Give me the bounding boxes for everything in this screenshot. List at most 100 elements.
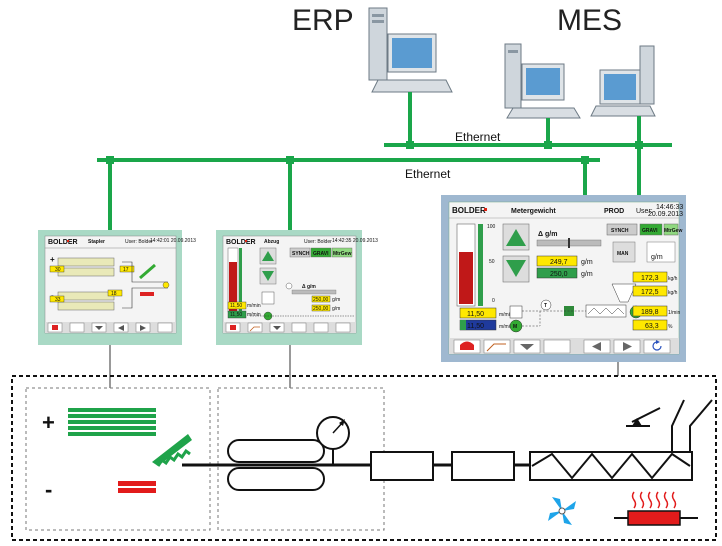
abzug-speed2: 11,50 bbox=[230, 312, 242, 318]
meter-speed-top: 11,50 bbox=[467, 311, 484, 318]
abzug-gravi-button[interactable] bbox=[310, 247, 332, 258]
abzug-btn-2[interactable] bbox=[247, 322, 263, 333]
meter-r4-unit: % bbox=[668, 324, 673, 330]
stapler-zone bbox=[25, 387, 211, 531]
stapler-btn-6[interactable] bbox=[157, 322, 173, 333]
meter-r1: 172,3 bbox=[641, 275, 659, 282]
refresh-icon bbox=[652, 341, 662, 351]
meter-r2: 172,5 bbox=[641, 289, 659, 296]
meter-title: Metergewicht bbox=[511, 208, 556, 215]
meter-btn-4[interactable] bbox=[543, 339, 571, 354]
reject-product-stack bbox=[118, 481, 156, 493]
abzug-v2: 250,00 bbox=[313, 306, 329, 312]
abzug-btn-6[interactable] bbox=[335, 322, 351, 333]
ethernet-label-top: Ethernet bbox=[455, 130, 501, 144]
abzug-dgm: Δ g/m bbox=[302, 284, 316, 290]
abzug-v2-unit: g/m bbox=[332, 306, 340, 312]
meter-mode: PROD bbox=[604, 208, 624, 215]
meter-scale-0: 0 bbox=[492, 298, 495, 304]
hmi-panel-stapler[interactable]: BOLDER Stapler User: Bolder 14:42:01 20.… bbox=[38, 230, 196, 345]
hmi-panel-metergewicht[interactable]: BOLDER Metergewicht PROD User: 14:46:33 … bbox=[441, 195, 686, 362]
hopper-icon bbox=[626, 399, 713, 452]
stapler-plus: + bbox=[50, 255, 55, 264]
stapler-btn-2[interactable] bbox=[69, 322, 85, 333]
meter-synch-button[interactable] bbox=[606, 223, 638, 236]
stapler-datetime: 14:42:01 20.09.2013 bbox=[150, 238, 196, 244]
haul-off-belts bbox=[227, 439, 325, 491]
process-plus: + bbox=[42, 410, 55, 435]
mes-computer-icon-left bbox=[504, 43, 581, 119]
heater-icon bbox=[614, 491, 698, 526]
meter-man: MAN bbox=[617, 251, 629, 257]
meter-date: 20.09.2013 bbox=[648, 211, 683, 218]
meter-mtrgew-button[interactable] bbox=[663, 223, 679, 236]
meter-val1-unit: g/m bbox=[581, 259, 593, 266]
hmi-panel-abzug[interactable]: BOLDER Abzug User: Bolder 14:42:35 20.09… bbox=[216, 230, 378, 345]
haul-off-zone bbox=[217, 387, 385, 531]
ethernet-network bbox=[97, 92, 672, 230]
meter-r2-unit: kg/h bbox=[668, 290, 678, 296]
stapler-count-top2: 17 bbox=[123, 267, 129, 273]
stapler-count-bottom2: 18 bbox=[111, 291, 117, 297]
meter-gravi: GRAVI bbox=[642, 228, 658, 234]
process-area-border bbox=[11, 375, 717, 541]
meter-r4: 63,3 bbox=[645, 323, 659, 330]
erp-computer-icon bbox=[368, 7, 453, 93]
stapler-count-top: 30 bbox=[55, 267, 61, 273]
abzug-title: Abzug bbox=[264, 239, 279, 245]
ethernet-label-main: Ethernet bbox=[405, 167, 451, 181]
meter-refresh-button[interactable] bbox=[643, 339, 671, 354]
meter-r3-unit: 1/min bbox=[668, 310, 680, 316]
meter-val2-unit: g/m bbox=[581, 271, 593, 278]
meter-val1: 249,7 bbox=[550, 259, 568, 266]
meter-scale-100: 100 bbox=[487, 224, 496, 230]
abzug-user: User: Bolder bbox=[304, 239, 332, 245]
erp-label: ERP bbox=[292, 4, 354, 37]
extruder-screw bbox=[529, 451, 693, 481]
abzug-speed2-unit: m/min bbox=[247, 312, 261, 318]
meter-val2: 250,0 bbox=[550, 271, 568, 278]
mes-computer-icon-right bbox=[590, 45, 656, 117]
abzug-v1-unit: g/m bbox=[332, 297, 340, 303]
meter-dgm: Δ g/m bbox=[538, 231, 557, 238]
abzug-datetime: 14:42:35 20.09.2013 bbox=[332, 238, 378, 244]
abzug-gravi: GRAVI bbox=[313, 251, 329, 257]
panel-links bbox=[109, 345, 619, 388]
abzug-speed1: 11,50 bbox=[230, 303, 242, 309]
stapler-count-bottom: 33 bbox=[55, 297, 61, 303]
cutter-blade-icon bbox=[152, 434, 192, 467]
calibration-unit-2 bbox=[451, 451, 515, 481]
meter-r3: 189,8 bbox=[641, 309, 659, 316]
meter-user: User: bbox=[636, 208, 653, 215]
stapler-user: User: Bolder bbox=[125, 239, 153, 245]
ethernet-connectors bbox=[106, 141, 643, 164]
good-product-stack bbox=[68, 408, 156, 436]
meter-gm: g/m bbox=[651, 254, 663, 261]
meter-btn-2[interactable] bbox=[483, 339, 511, 354]
meter-man-button[interactable] bbox=[612, 241, 636, 263]
abzug-mtrgew-button[interactable] bbox=[331, 247, 353, 258]
meter-m-left: M bbox=[513, 324, 517, 330]
meter-gm-button[interactable] bbox=[646, 241, 676, 263]
abzug-mtrgew: MtrGew bbox=[333, 251, 351, 257]
abzug-synch-button[interactable] bbox=[289, 247, 311, 258]
stapler-minus: - bbox=[51, 291, 54, 300]
meter-speed-top-unit: m/min bbox=[499, 312, 513, 318]
meter-gravi-button[interactable] bbox=[639, 223, 663, 236]
meter-time: 14:46:33 bbox=[656, 204, 683, 211]
abzug-brand: BOLDER bbox=[226, 239, 256, 246]
valve-icon bbox=[632, 418, 642, 426]
abzug-speed1-unit: m/min bbox=[247, 303, 261, 309]
abzug-btn-4[interactable] bbox=[291, 322, 307, 333]
meter-speed-bot: 11,50 bbox=[467, 323, 484, 330]
meter-r1-unit: kg/h bbox=[668, 276, 678, 282]
stapler-title: Stapler bbox=[88, 239, 105, 245]
cooling-fan-icon bbox=[548, 497, 576, 525]
calibration-unit-1 bbox=[370, 451, 434, 481]
process-minus: - bbox=[45, 477, 52, 502]
abzug-synch: SYNCH bbox=[292, 251, 310, 257]
mes-label: MES bbox=[557, 4, 622, 37]
stapler-brand: BOLDER bbox=[48, 239, 78, 246]
meter-t-label: T bbox=[544, 303, 547, 309]
abzug-btn-5[interactable] bbox=[313, 322, 329, 333]
